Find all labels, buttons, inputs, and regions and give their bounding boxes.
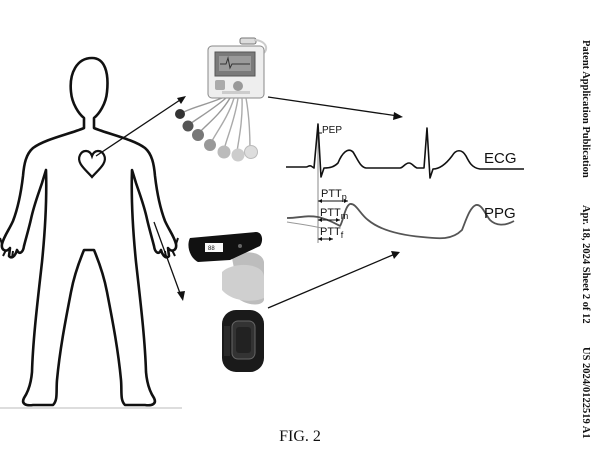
publication-number: US 2024/0122519 A1 <box>580 347 591 439</box>
ptt-p-label: PTTp <box>321 188 347 202</box>
arrowhead <box>177 291 185 301</box>
left-fingers <box>0 237 14 259</box>
pep-label: PEP <box>322 125 342 136</box>
arrow-monitor-to-ecg <box>267 96 399 117</box>
svg-text:88: 88 <box>208 246 215 252</box>
arrowhead <box>318 199 322 203</box>
body-outline <box>0 56 178 407</box>
arrowhead <box>344 199 348 203</box>
ppg-foot <box>286 221 323 229</box>
patent-header: Patent Application Publication Apr. 18, … <box>574 0 592 469</box>
ecg-label: ECG <box>484 150 517 167</box>
arrowhead <box>177 96 186 104</box>
publication-title: Patent Application Publication <box>580 40 591 178</box>
ppg-label: PPG <box>484 205 516 222</box>
arrowhead <box>318 237 322 241</box>
ptt-f-label: PTTf <box>320 226 344 240</box>
arrowhead <box>318 218 322 222</box>
arrowhead <box>336 218 340 222</box>
date-sheet: Apr. 18, 2024 Sheet 2 of 12 <box>580 205 591 324</box>
ecg-waveform <box>286 123 524 179</box>
ptt-m-label: PTTm <box>320 207 348 221</box>
holter-monitor-device <box>175 37 268 162</box>
heart-icon <box>78 149 106 179</box>
pulse-oximeter-device: 88 <box>188 232 264 305</box>
arrowhead <box>329 237 333 241</box>
fitness-tracker-device <box>222 310 264 372</box>
arrowhead <box>393 112 403 120</box>
arrow-wearables-to-ppg <box>267 253 396 309</box>
ppg-waveform <box>286 203 515 240</box>
arrowhead <box>391 251 400 259</box>
figure-caption: FIG. 2 <box>279 428 321 445</box>
arrow-arm-to-wearables <box>153 221 182 297</box>
arrow-heart-to-monitor <box>95 97 184 157</box>
